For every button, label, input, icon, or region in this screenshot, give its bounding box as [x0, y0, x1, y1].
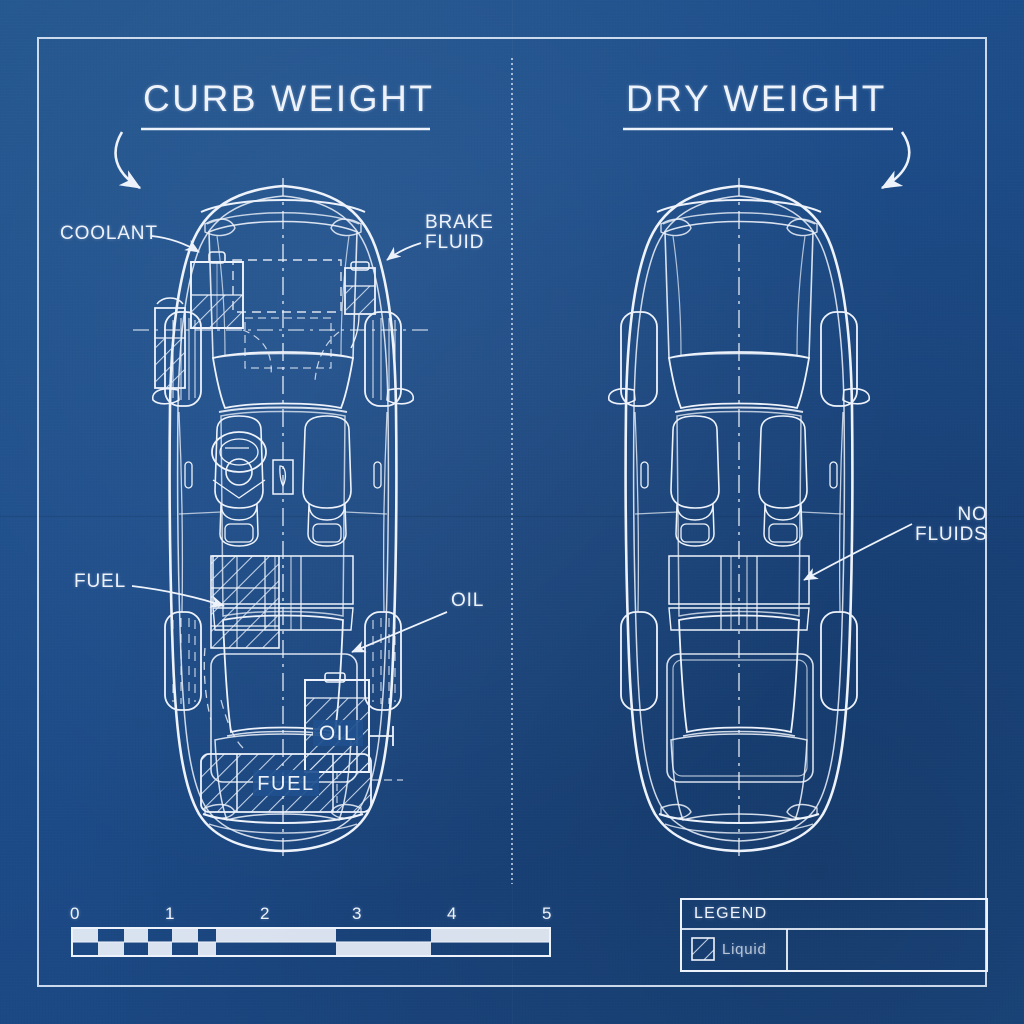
brake-fluid-reservoir: [344, 261, 376, 349]
callout-label-no-fluids: NO FLUIDS: [915, 504, 988, 545]
scale-tick-4: 4: [447, 904, 457, 923]
right-panel-vehicle: [607, 178, 913, 858]
scale-tick-3: 3: [352, 904, 362, 923]
washer-reservoir: [154, 297, 186, 389]
fuel-tank-mid: [203, 555, 280, 721]
callout-label-fuel: FUEL: [74, 571, 126, 592]
empty-cargo-area: [666, 653, 814, 783]
fuel-tank-rear: FUEL: [200, 753, 403, 813]
leader-coolant: [151, 235, 200, 253]
callout-label-oil: OIL: [451, 590, 485, 611]
leader-oil: [351, 611, 448, 653]
scale-tick-1: 1: [165, 904, 175, 923]
scale-bar-graphic: [71, 927, 551, 957]
callout-label-coolant: COOLANT: [60, 223, 158, 244]
engine-block-outline: [232, 259, 342, 313]
coolant-reservoir: [190, 251, 244, 329]
legend-box-graphic: [680, 898, 988, 972]
legend-item-liquid-label: Liquid: [722, 941, 767, 958]
arrow-dry-weight: [880, 131, 911, 190]
leader-brake-fluid: [386, 242, 422, 261]
legend-title: LEGEND: [694, 905, 768, 922]
scale-tick-0: 0: [70, 904, 80, 923]
scale-tick-2: 2: [260, 904, 270, 923]
page-title-dry-weight: DRY WEIGHT: [626, 78, 887, 119]
title-decorations: [114, 127, 911, 190]
right-callout-leaders: [803, 523, 913, 581]
fold-crease-horizontal: [0, 516, 1024, 517]
scale-tick-5: 5: [542, 904, 552, 923]
oil-can-text: OIL: [319, 722, 357, 745]
leader-no-fluids: [803, 523, 913, 581]
leader-fuel: [131, 585, 225, 608]
legend-hatch-swatch: [692, 938, 714, 960]
arrow-curb-weight: [114, 131, 142, 190]
page-title-curb-weight: CURB WEIGHT: [143, 78, 435, 119]
fuel-tank-text: FUEL: [257, 773, 315, 795]
callout-label-brake-fluid: BRAKE FLUID: [425, 212, 494, 253]
drawing-frame: [37, 37, 987, 987]
left-callout-leaders: [131, 235, 448, 653]
left-panel-vehicle: OIL FUEL: [131, 178, 448, 858]
